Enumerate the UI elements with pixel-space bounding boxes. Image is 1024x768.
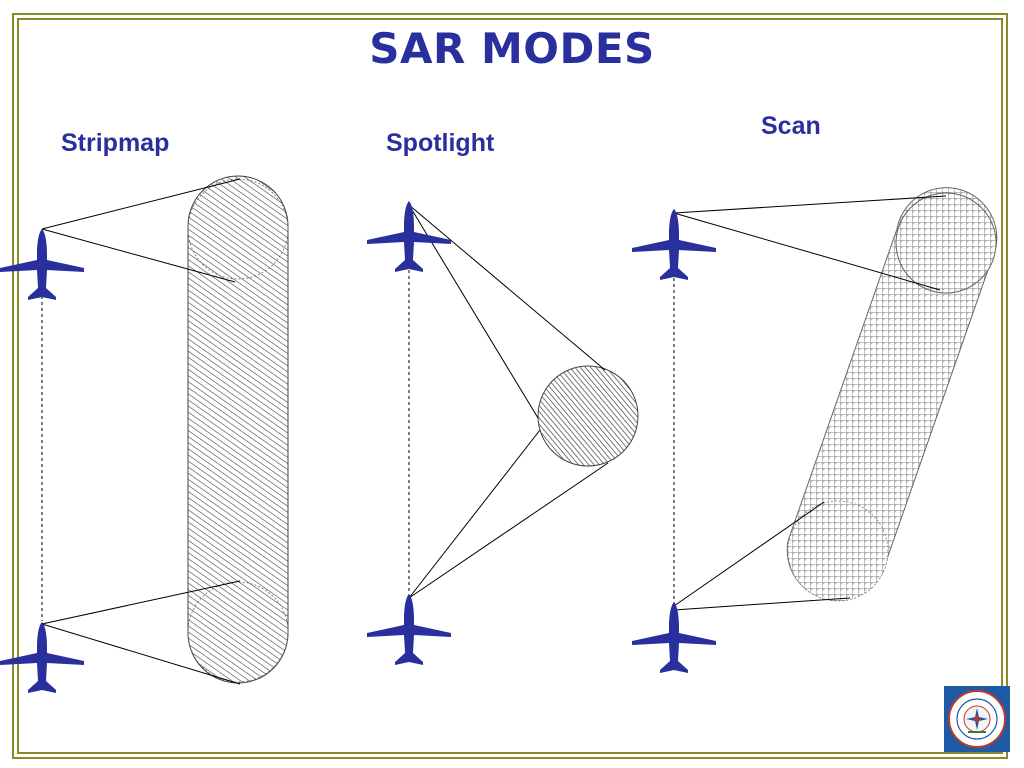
scan-aircraft-start-icon <box>632 209 716 280</box>
drdo-logo-icon <box>944 686 1010 752</box>
spotlight-aircraft-start-icon <box>367 201 451 272</box>
slide-border-inner <box>17 18 1003 754</box>
spotlight-aircraft-end-icon <box>367 594 451 665</box>
slide-border-outer <box>12 13 1008 759</box>
spotlight-diagram <box>367 201 639 665</box>
label-stripmap: Stripmap <box>61 129 170 157</box>
stripmap-diagram <box>0 175 289 693</box>
stripmap-aircraft-start-icon <box>0 229 84 300</box>
slide-title: SAR MODES <box>369 24 655 73</box>
scan-diagram <box>632 187 998 673</box>
label-scan: Scan <box>761 112 821 140</box>
scan-aircraft-end-icon <box>632 602 716 673</box>
label-spotlight: Spotlight <box>386 129 495 157</box>
